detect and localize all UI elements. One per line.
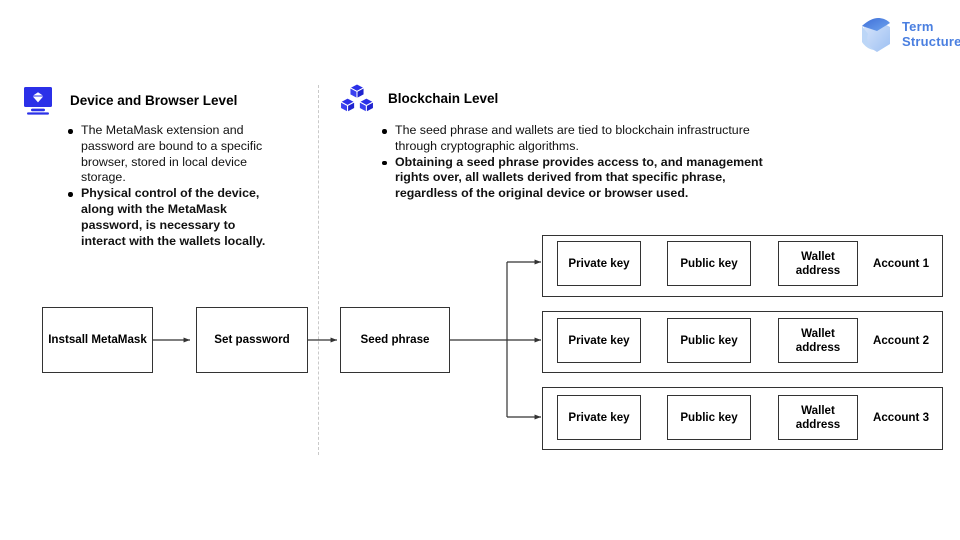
public-key-label: Public key <box>680 256 738 270</box>
private-key-box-account-2[interactable]: Private key <box>557 318 641 363</box>
section-header-blockchain-level: Blockchain Level <box>340 82 498 114</box>
wallet-address-label: Wallet address <box>795 249 841 277</box>
public-key-box-account-1[interactable]: Public key <box>667 241 751 286</box>
term-structure-cube-logo-icon <box>856 14 896 56</box>
flow-box-label: Seed phrase <box>360 333 430 346</box>
bullet-item: Obtaining a seed phrase provides access … <box>380 155 790 202</box>
term-structure-logo: Term Structure <box>856 14 960 56</box>
private-key-label: Private key <box>568 410 630 424</box>
flow-box-label: Set password <box>214 333 290 346</box>
bullet-list-blockchain-level: The seed phrase and wallets are tied to … <box>380 123 790 202</box>
bullet-item: Physical control of the device, along wi… <box>66 186 282 249</box>
bullet-item: The seed phrase and wallets are tied to … <box>380 123 790 155</box>
wallet-address-box-account-1[interactable]: Wallet address <box>778 241 858 286</box>
account-name-label-3: Account 3 <box>872 411 930 424</box>
section-title: Blockchain Level <box>388 90 499 106</box>
wallet-address-label: Wallet address <box>795 403 841 431</box>
public-key-label: Public key <box>680 333 738 347</box>
flow-box-set-password[interactable]: Set password <box>196 307 308 373</box>
public-key-box-account-2[interactable]: Public key <box>667 318 751 363</box>
account-name-label-2: Account 2 <box>872 334 930 347</box>
section-divider <box>318 85 319 455</box>
public-key-label: Public key <box>680 410 738 424</box>
flow-box-label: Instsall MetaMask <box>48 333 147 346</box>
wallet-address-label: Wallet address <box>795 326 841 354</box>
logo-line-1: Term <box>902 19 934 35</box>
blockchain-cubes-icon <box>340 82 374 114</box>
bullet-item: The MetaMask extension and password are … <box>66 123 282 186</box>
public-key-box-account-3[interactable]: Public key <box>667 395 751 440</box>
private-key-box-account-1[interactable]: Private key <box>557 241 641 286</box>
private-key-label: Private key <box>568 333 630 347</box>
flow-box-install-metamask[interactable]: Instsall MetaMask <box>42 307 153 373</box>
logo-wordmark: Term Structure <box>902 20 960 49</box>
private-key-box-account-3[interactable]: Private key <box>557 395 641 440</box>
private-key-label: Private key <box>568 256 630 270</box>
bullet-list-device-browser-level: The MetaMask extension and password are … <box>66 123 282 249</box>
monitor-diamond-icon <box>22 84 54 116</box>
wallet-address-box-account-2[interactable]: Wallet address <box>778 318 858 363</box>
logo-line-2: Structure <box>902 34 960 49</box>
wallet-address-box-account-3[interactable]: Wallet address <box>778 395 858 440</box>
flow-box-seed-phrase[interactable]: Seed phrase <box>340 307 450 373</box>
section-title: Device and Browser Level <box>70 92 238 108</box>
account-name-label-1: Account 1 <box>872 257 930 270</box>
section-header-device-browser-level: Device and Browser Level <box>22 84 237 116</box>
